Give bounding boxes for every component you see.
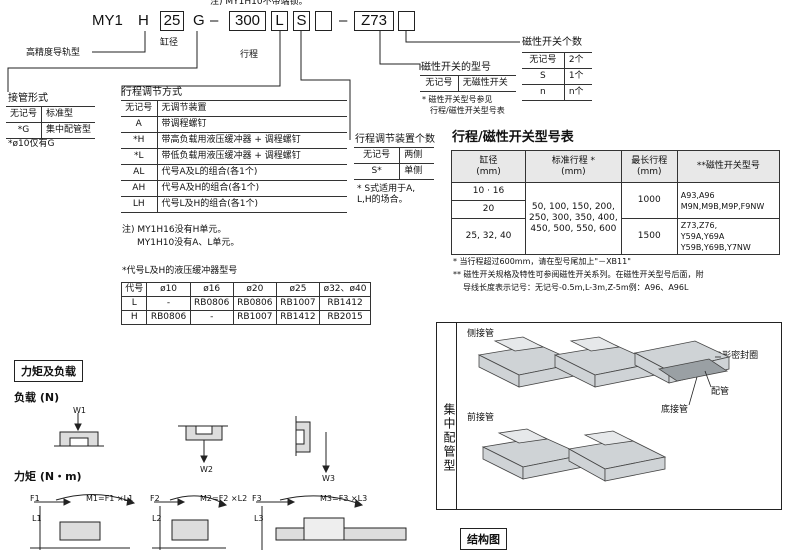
bottom-port-label: 底接管 [661,405,689,415]
label-stroke: 行程 [240,50,259,60]
front-port-label: 前接管 [467,413,495,423]
code-dash-2: – [339,12,348,29]
unit-count-note: * S式适用于A, L,H的场合。 [357,184,416,205]
l3-label: L3 [254,514,264,523]
w1-label: W1 [73,406,86,415]
centralized-label: 集中配管型 [437,323,457,509]
w2-label: W2 [200,465,213,474]
code-adjust: L [271,11,288,31]
table-row: 无记号标准型 [6,106,96,123]
m1-formula: M1=F1 ×L1 [86,494,134,503]
section-torque-load: 力矩及负载 [14,360,83,382]
table-row: S*单侧 [354,163,434,180]
code-type: H [138,12,149,29]
f2-label: F2 [150,494,160,503]
stroke-adjust-note-1: 注) MY1H16没有H单元。 [122,225,227,235]
switch-model-note-1: * 磁性开关型号参见 [422,95,493,104]
table-row: 无记号无磁性开关 [420,75,516,92]
actuator-illustrations [477,336,731,482]
centralized-piping-panel: 集中配管型 侧接管 前接管 O形密封圈 配管 底接管 [436,322,782,510]
code-blank-1 [315,11,332,31]
table-row: 10 · 16 50, 100, 150, 200,250, 300, 350,… [451,182,781,255]
absorber-title: *代号L及H的液压缓冲器型号 [122,266,238,276]
switch-model-title: 磁性开关的型号 [421,62,491,73]
piping-note: *ø10仅有G [8,139,55,149]
table-row: 无记号无调节装置 [121,100,347,117]
side-port-label: 侧接管 [467,329,495,339]
code-stroke: 300 [229,11,266,31]
code-switch-count [398,11,415,31]
w3-label: W3 [322,474,335,483]
load-heading: 负载 (N) [14,391,60,404]
switch-model-note-2: 行程/磁性开关型号表 [430,106,505,115]
l2-label: L2 [152,514,162,523]
code-series: MY1 [92,12,123,29]
o-ring-label: O形密封圈 [715,351,759,361]
section-structure: 结构图 [460,528,507,550]
unit-count-table: 无记号两侧 S*单侧 [354,147,434,180]
table-row: 无记号两侧 [354,147,434,164]
code-dash-1: – [210,12,219,29]
label-guide: 高精度导轨型 [26,48,81,58]
stroke-note-2: ** 磁性开关规格及特性可参阅磁性开关系列。在磁性开关型号后面，附 [453,270,704,279]
code-piping: G [193,12,205,29]
stroke-adjust-note-2: MY1H10没有A、L单元。 [137,238,240,248]
label-bore: 缸径 [160,38,179,48]
code-unit-count: S [293,11,310,31]
l1-label: L1 [32,514,42,523]
stroke-note-1: * 当行程超过600mm，请在型号尾加上"－XB11" [453,257,631,266]
switch-model-table: 无记号无磁性开关 [420,75,516,92]
f3-label: F3 [252,494,262,503]
stroke-adjust-title: 行程调节方式 [122,87,182,98]
table-row: 缸径(mm) 标准行程 *(mm) 最长行程(mm) **磁性开关型号 [451,150,781,183]
stroke-table-title: 行程/磁性开关型号表 [452,130,574,145]
load-diagrams [30,413,407,550]
piping-title: 接管形式 [8,93,48,104]
table-row: L - RB0806 RB0806 RB1007 RB1412 [120,296,371,311]
table-row: 代号 ø10 ø16 ø20 ø25 ø32、ø40 [120,282,371,297]
absorber-table: 代号 ø10 ø16 ø20 ø25 ø32、ø40 L - RB0806 RB… [120,282,371,325]
m2-formula: M2=F2 ×L2 [200,494,248,503]
switch-count-title: 磁性开关个数 [522,37,582,48]
m3-formula: M3=F3 ×L3 [320,494,368,503]
code-bore: 25 [160,11,184,31]
f1-label: F1 [30,494,40,503]
moment-heading: 力矩 (N・m) [14,470,82,483]
stroke-note-3: 导线长度表示记号：无记号-0.5m,L-3m,Z-5m例：A96、A96L [463,283,689,292]
table-row: H RB0806 - RB1007 RB1412 RB2015 [120,310,371,325]
unit-count-title: 行程调节装置个数 [355,134,435,145]
stroke-switch-table: 缸径(mm) 标准行程 *(mm) 最长行程(mm) **磁性开关型号 10 ·… [451,150,781,255]
top-note: 注) MY1H10不带端锁。 [210,0,308,7]
pipe-label: 配管 [711,387,730,397]
code-switch: Z73 [354,11,394,31]
